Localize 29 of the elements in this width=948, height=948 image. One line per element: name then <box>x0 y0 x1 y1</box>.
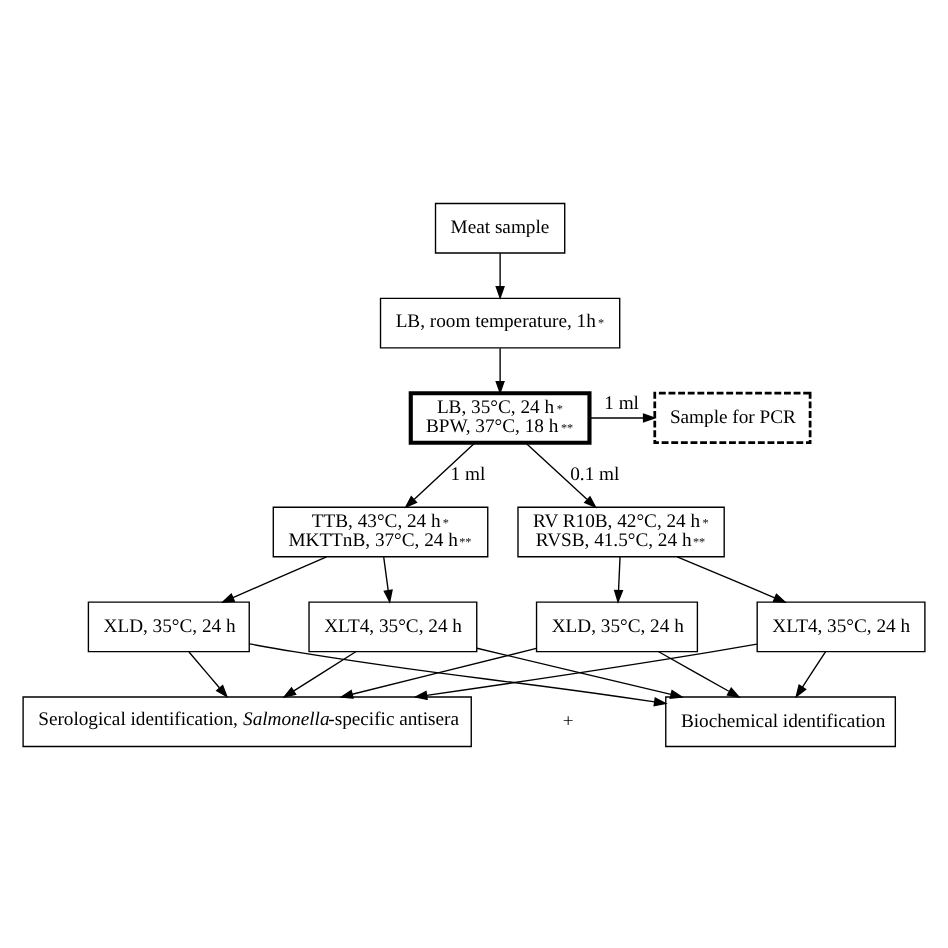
arrow <box>339 646 537 698</box>
arrow <box>220 555 328 602</box>
arrow <box>495 251 505 299</box>
node-box: XLD, 35°C, 24 h <box>535 600 699 652</box>
edge-label: 1 ml <box>450 463 486 486</box>
arrow <box>282 650 357 698</box>
node-box: XLD, 35°C, 24 h <box>87 600 250 652</box>
arrow <box>613 555 624 603</box>
arrow <box>188 650 229 697</box>
arrow <box>248 642 668 706</box>
arrow <box>383 555 393 603</box>
node-box: Sample for PCR <box>653 390 812 444</box>
label: + <box>562 709 574 732</box>
node-box: XLT4, 35°C, 24 h <box>756 600 926 652</box>
edge-label: 0.1 ml <box>570 463 620 486</box>
node-box: Meat sample <box>434 201 566 253</box>
node-box: Biochemical identification <box>665 695 897 747</box>
arrow <box>495 346 505 394</box>
arrow <box>525 441 597 508</box>
arrow <box>658 650 741 697</box>
node-box: XLT4, 35°C, 24 h <box>308 600 478 652</box>
arrow <box>589 412 657 422</box>
arrow <box>676 555 787 602</box>
node-box: Serological identification, Salmonella-specific antisera <box>22 695 472 747</box>
arrow <box>413 642 758 700</box>
arrow <box>795 650 827 698</box>
arrow <box>476 646 684 698</box>
edge-label: 1 ml <box>604 391 639 414</box>
arrow <box>404 441 476 508</box>
